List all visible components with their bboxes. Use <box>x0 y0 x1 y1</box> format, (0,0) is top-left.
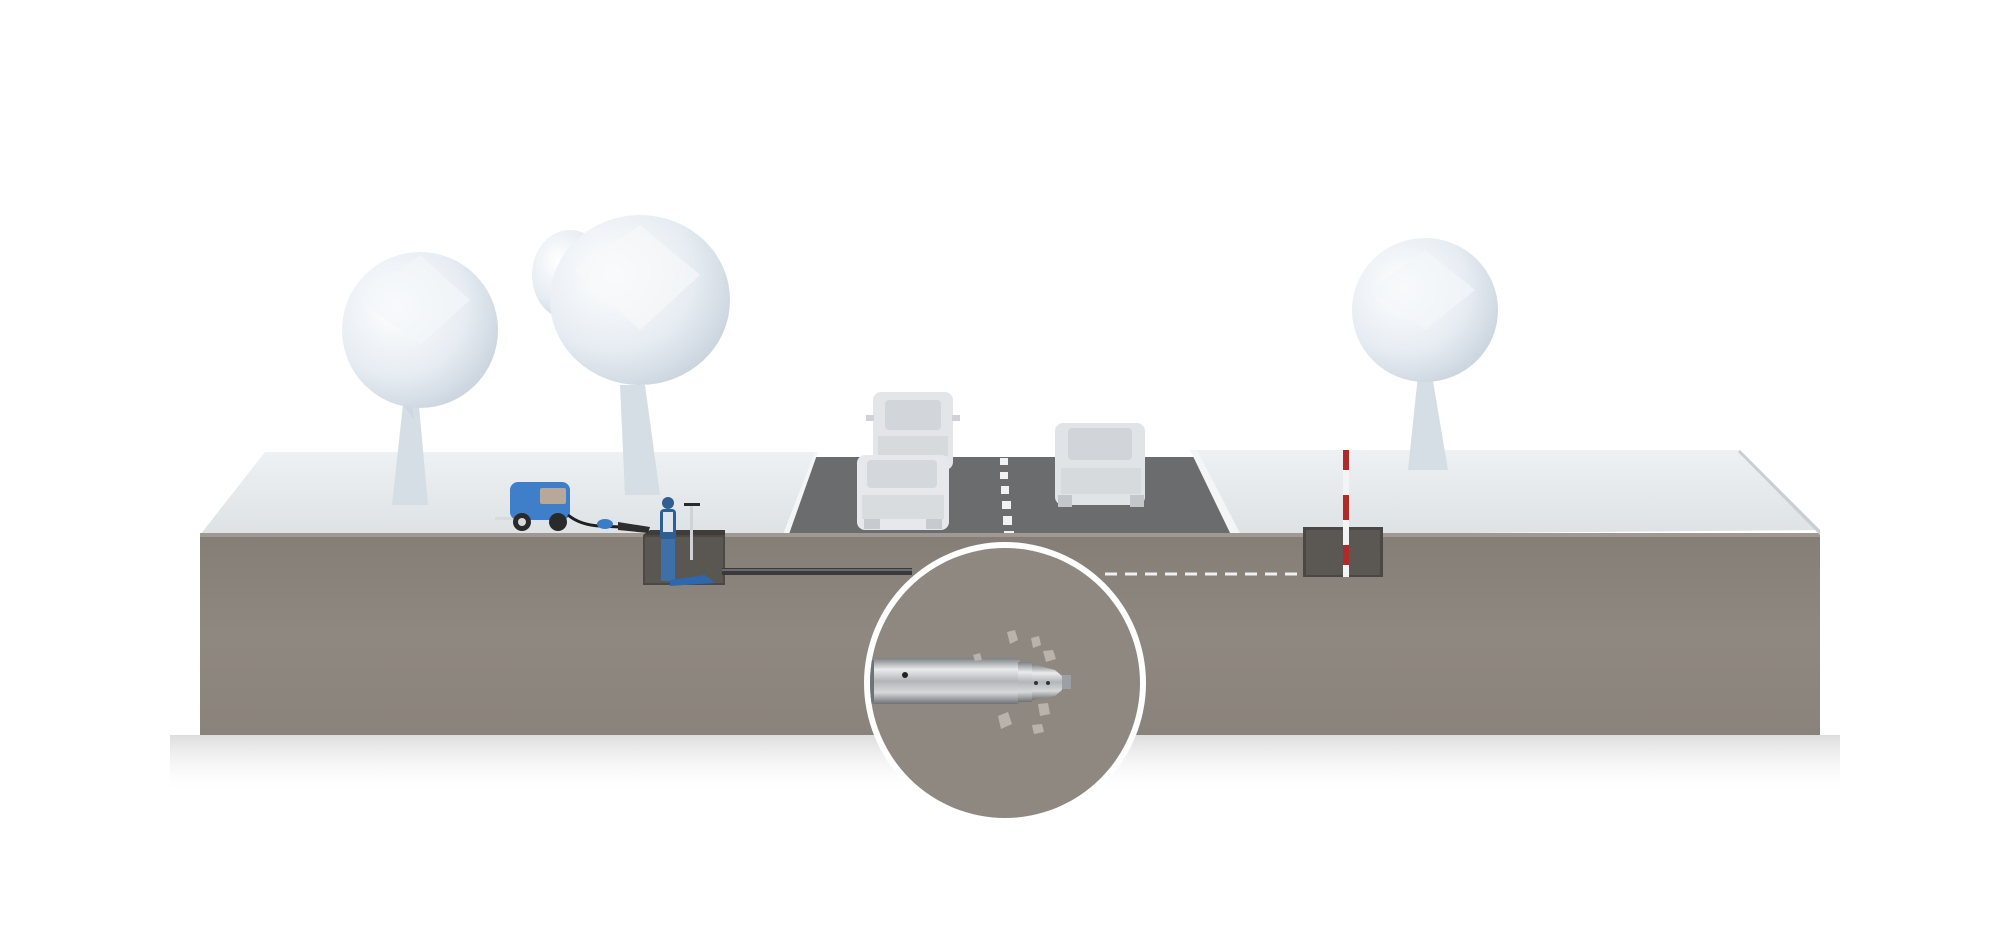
magnifier-detail <box>864 542 1146 824</box>
depth-marker-pole <box>1343 450 1349 577</box>
car-back-left <box>866 392 960 470</box>
tree-2 <box>532 215 730 495</box>
boring-tool-body <box>870 658 1020 704</box>
road-edge-left <box>783 452 818 537</box>
tree-3 <box>1352 238 1498 470</box>
car-right <box>1055 423 1145 507</box>
soil-top-edge <box>200 533 1820 537</box>
air-compressor-trailer <box>495 482 650 533</box>
installed-pipe <box>722 568 912 575</box>
launch-pit <box>643 530 725 585</box>
ground-right-bevel <box>1738 450 1820 535</box>
ground-surface-right <box>1195 450 1820 535</box>
road-edge-right <box>1190 450 1242 537</box>
boring-tool-collar <box>1018 662 1032 702</box>
worker <box>660 497 715 586</box>
car-front-left <box>857 455 949 530</box>
soil-debris <box>973 630 1056 734</box>
ground-surface-left <box>200 452 815 535</box>
tree-1 <box>342 252 498 505</box>
